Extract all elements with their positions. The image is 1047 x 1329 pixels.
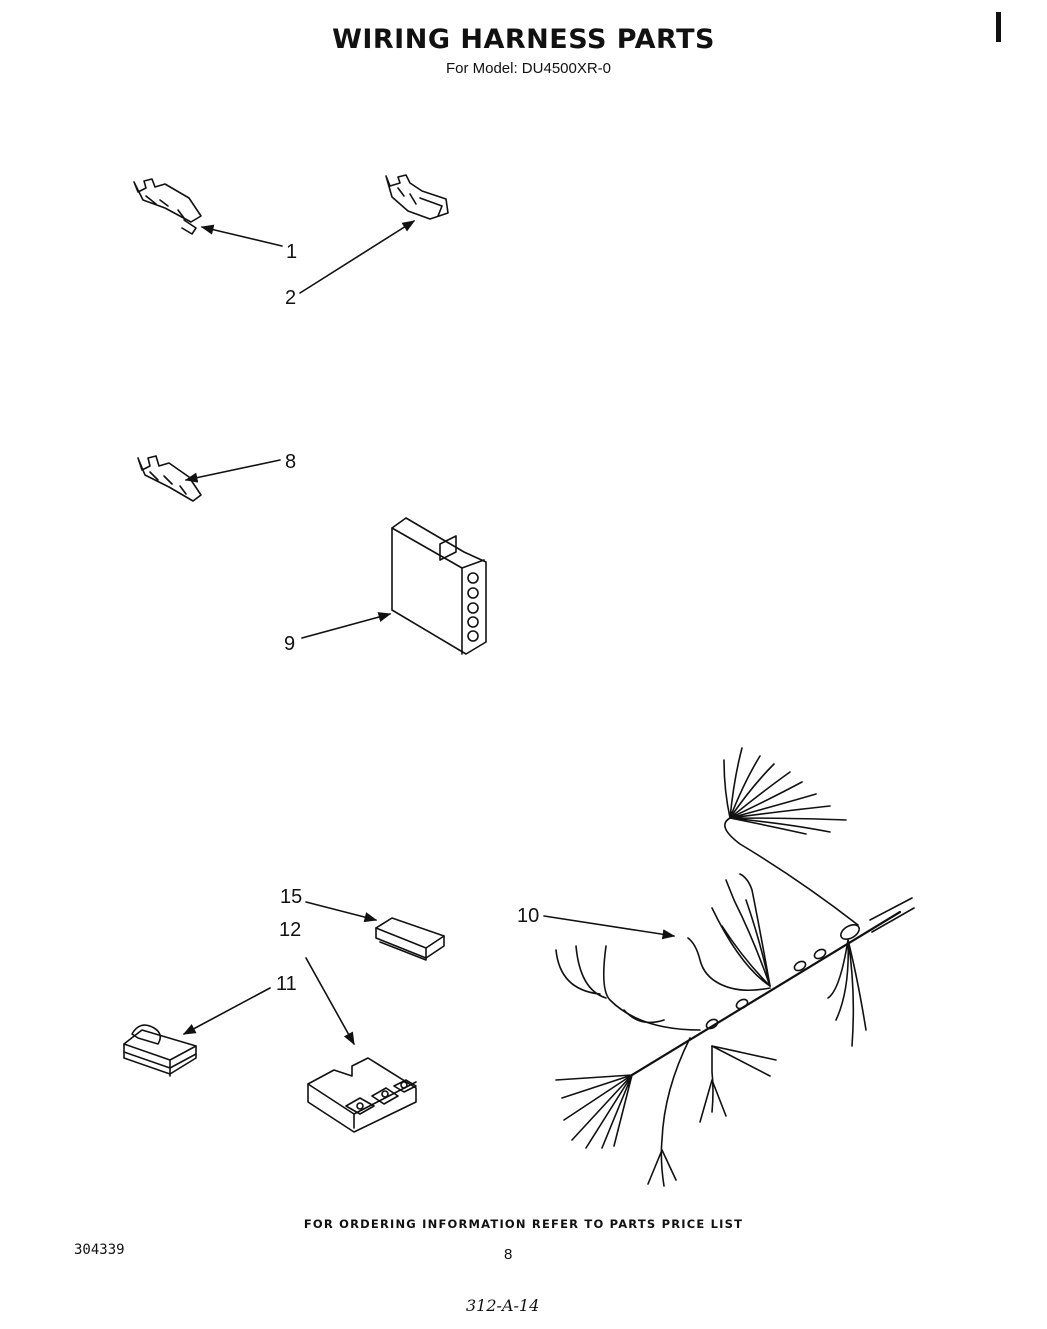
callout-2: 2 [285, 287, 296, 309]
callout-11: 11 [276, 973, 297, 995]
leader-line-1 [200, 224, 283, 247]
connector-housing-part-9 [391, 517, 487, 655]
ordering-note: FOR ORDERING INFORMATION REFER TO PARTS … [303, 1217, 744, 1231]
leader-line-10 [543, 915, 676, 940]
callout-15: 15 [280, 886, 302, 908]
callout-10: 10 [517, 905, 539, 927]
leader-line-11 [182, 987, 271, 1035]
page-title: WIRING HARNESS PARTS [332, 24, 715, 55]
document-number: 304339 [74, 1242, 125, 1258]
wiring-harness-part-10 [555, 747, 915, 1187]
leader-line-2 [299, 220, 416, 294]
model-subtitle: For Model: DU4500XR-0 [445, 60, 612, 77]
page-number: 8 [504, 1246, 513, 1263]
callout-9: 9 [284, 633, 295, 655]
callout-12: 12 [279, 919, 301, 941]
callout-1: 1 [286, 241, 297, 263]
leader-line-8 [184, 459, 281, 483]
terminal-part-1 [133, 178, 202, 235]
receptacle-part-2 [385, 174, 449, 220]
leader-line-12 [305, 957, 355, 1046]
clip-part-11 [123, 1024, 197, 1077]
leader-line-15 [305, 901, 378, 923]
leader-line-9 [301, 612, 392, 639]
corner-mark [996, 12, 1001, 42]
callout-8: 8 [285, 451, 296, 473]
handwritten-note: 312-A-14 [466, 1296, 540, 1315]
terminal-part-8 [137, 455, 202, 502]
terminal-block-part-12 [307, 1057, 417, 1133]
block-part-15 [375, 917, 445, 961]
